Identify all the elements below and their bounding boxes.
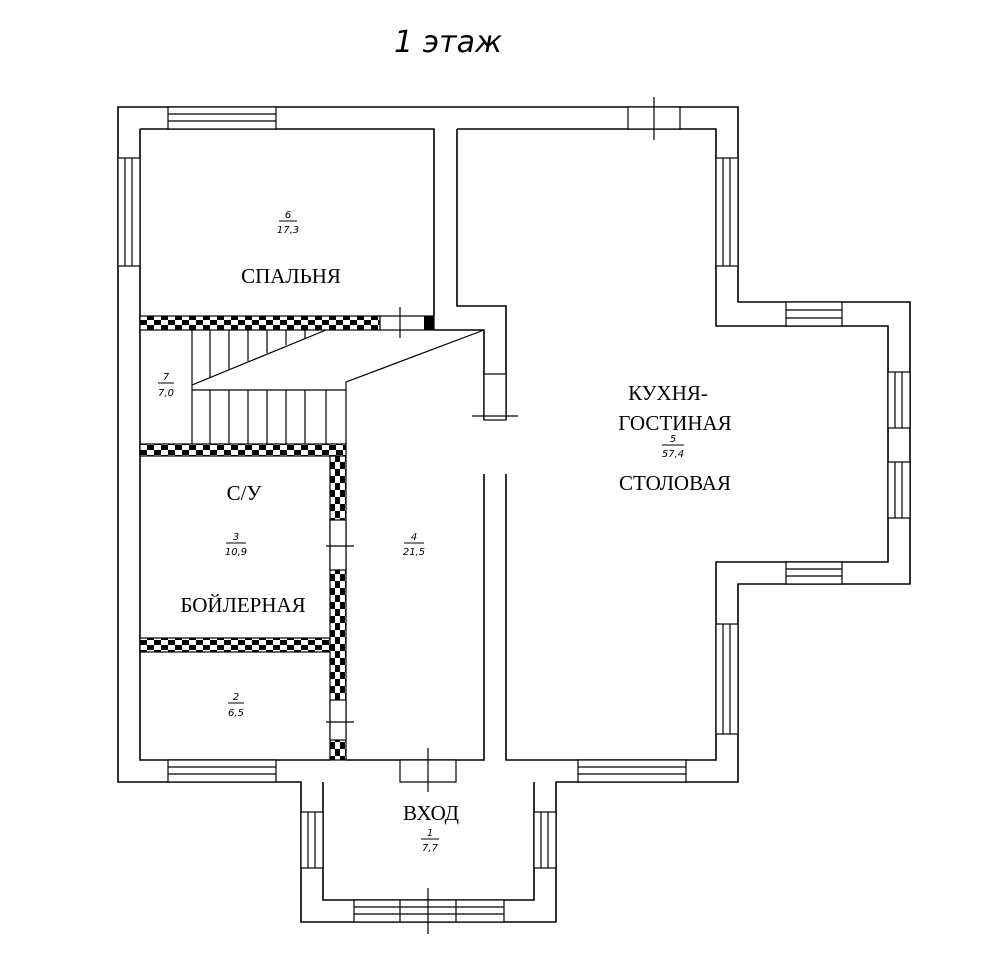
room-2-number: 2 (233, 692, 239, 703)
room-bedroom-area: 17,3 (277, 225, 299, 236)
room-hall: 4 21,5 (403, 532, 425, 558)
room-2: 2 6,5 (228, 692, 244, 719)
room-stairs: 7 7,0 (158, 372, 174, 399)
windows (117, 106, 911, 923)
room-bath-number: 3 (233, 532, 239, 543)
room-bedroom-number: 6 (285, 210, 291, 221)
room-living-name-3: СТОЛОВАЯ (619, 471, 731, 495)
room-living-area: 57,4 (662, 449, 684, 460)
axis-marks (326, 97, 655, 934)
room-stairs-number: 7 (163, 372, 170, 383)
room-bath-name-bottom: БОЙЛЕРНАЯ (180, 593, 305, 617)
room-hall-area: 21,5 (403, 547, 425, 558)
room-kitchen-living: КУХНЯ- ГОСТИНАЯ 5 57,4 СТОЛОВАЯ (618, 381, 731, 495)
room-entry-number: 1 (427, 828, 433, 839)
room-entry-area: 7,7 (422, 843, 439, 854)
room-bedroom-name: СПАЛЬНЯ (241, 264, 341, 288)
room-living-number: 5 (670, 434, 676, 445)
room-2-area: 6,5 (228, 708, 244, 719)
room-bath-boiler: С/У 3 10,9 БОЙЛЕРНАЯ (180, 481, 305, 617)
room-entry-name: ВХОД (403, 801, 459, 825)
plan-title: 1 этаж (394, 25, 502, 60)
interior-partitions (139, 315, 485, 761)
room-bedroom: 6 17,3 СПАЛЬНЯ (241, 210, 341, 288)
staircase (191, 329, 346, 444)
room-bath-area: 10,9 (225, 547, 247, 558)
room-hall-number: 4 (411, 532, 417, 543)
room-living-name-2: ГОСТИНАЯ (618, 411, 731, 435)
room-bath-name-top: С/У (227, 481, 262, 505)
room-entry: ВХОД 1 7,7 (403, 801, 459, 854)
room-living-name-1: КУХНЯ- (628, 381, 708, 405)
room-stairs-area: 7,0 (158, 388, 174, 399)
outer-walls (117, 106, 911, 923)
